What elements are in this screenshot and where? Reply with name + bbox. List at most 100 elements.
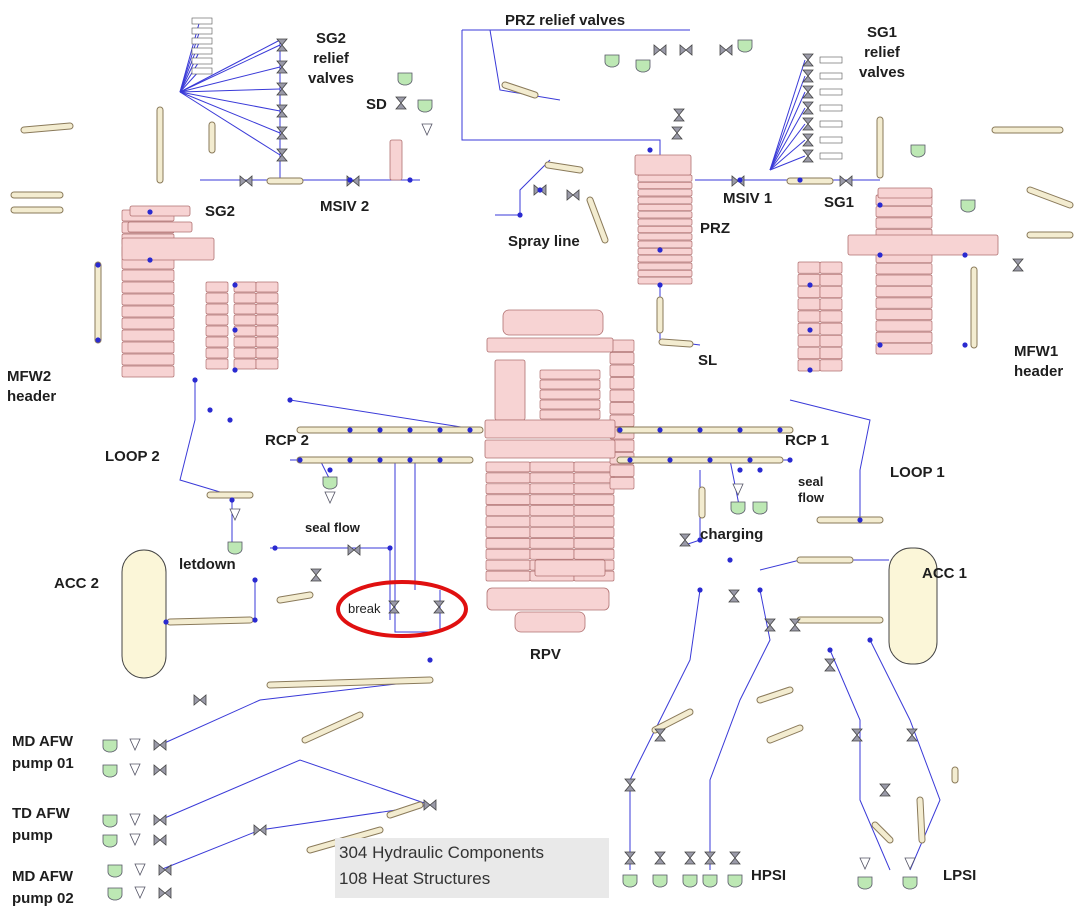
junction-node bbox=[517, 212, 522, 217]
junction-node bbox=[877, 342, 882, 347]
junction-node bbox=[327, 467, 332, 472]
letdown-pump-icon bbox=[228, 542, 242, 554]
stack-cell bbox=[610, 403, 634, 415]
stack-cell bbox=[574, 495, 614, 505]
sg1-valve-icon bbox=[840, 176, 852, 186]
junction-node bbox=[437, 457, 442, 462]
stack-cell bbox=[798, 299, 820, 310]
stack-cell bbox=[122, 342, 174, 353]
stack-cell bbox=[234, 348, 256, 358]
afw-line-01 bbox=[160, 680, 430, 745]
stack-cell bbox=[530, 517, 574, 527]
stack-cell bbox=[638, 270, 692, 276]
stack-cell bbox=[540, 410, 600, 419]
stack-cell bbox=[574, 549, 614, 559]
afw-pump-icon bbox=[103, 740, 117, 752]
msiv1-label: MSIV 1 bbox=[723, 189, 772, 209]
segment-fill bbox=[1030, 190, 1070, 205]
stack-cell bbox=[486, 495, 530, 505]
stack-cell bbox=[486, 462, 530, 472]
stack-cell bbox=[486, 473, 530, 483]
stack-cell bbox=[820, 311, 842, 322]
prz-tank-pump-icon bbox=[738, 40, 752, 52]
stack-cell bbox=[206, 293, 228, 303]
stack-cell bbox=[122, 270, 174, 281]
hpsi-valve-icon bbox=[685, 852, 695, 864]
valve-body bbox=[154, 765, 166, 775]
afw-pump-icon bbox=[103, 815, 117, 827]
hpsi-valve-icon bbox=[655, 852, 665, 864]
valve-body bbox=[880, 784, 890, 796]
junction-node bbox=[377, 427, 382, 432]
valve-body bbox=[730, 852, 740, 864]
sg2-relief-valve-icon bbox=[277, 127, 287, 139]
stack-cell bbox=[486, 506, 530, 516]
afw-pump-icon bbox=[108, 865, 122, 877]
junction-node bbox=[962, 342, 967, 347]
loop2-cold-leg bbox=[180, 380, 230, 495]
afw-check-icon bbox=[135, 887, 145, 898]
junction-node bbox=[627, 457, 632, 462]
afw-segment-1 bbox=[305, 715, 360, 740]
surge-line-segment-2 bbox=[662, 342, 690, 344]
stack-cell bbox=[610, 340, 634, 352]
loop2-label: LOOP 2 bbox=[105, 447, 160, 467]
afw-pump-icon bbox=[103, 765, 117, 777]
hpsi-header-2 bbox=[710, 590, 770, 870]
stack-cell bbox=[610, 390, 634, 402]
junction-node bbox=[727, 557, 732, 562]
stack-cell bbox=[122, 306, 174, 317]
seal-flow-1-label: seal flow bbox=[798, 474, 832, 506]
prz-relief-valve-icon-2 bbox=[720, 45, 732, 55]
stack-cell bbox=[638, 241, 692, 247]
spray-valve-icon-2 bbox=[567, 190, 579, 200]
valve-body bbox=[825, 659, 835, 671]
stack-cell bbox=[610, 365, 634, 377]
segment-fill bbox=[655, 712, 690, 730]
afw-valve-icon bbox=[154, 835, 166, 845]
junction-node bbox=[667, 457, 672, 462]
prz-dome-volume bbox=[635, 155, 691, 175]
hpsi-valve-icon bbox=[705, 852, 715, 864]
trip-tag bbox=[820, 137, 842, 143]
valve-body bbox=[672, 127, 682, 139]
valve-body bbox=[680, 534, 690, 546]
stack-cell bbox=[638, 212, 692, 218]
rpv-bypass-stack bbox=[540, 370, 600, 419]
stack-cell bbox=[876, 206, 932, 216]
stack-cell bbox=[256, 282, 278, 292]
junction-node bbox=[807, 367, 812, 372]
prz-relief-valve-icon bbox=[654, 45, 666, 55]
junction-nodes bbox=[95, 147, 967, 662]
junction-node bbox=[252, 577, 257, 582]
sg1-relief-valves-label: SG1 relief valves bbox=[852, 23, 912, 83]
junction-node bbox=[427, 657, 432, 662]
valve-body bbox=[254, 825, 266, 835]
stack-cell bbox=[638, 197, 692, 203]
stack-cell bbox=[234, 359, 256, 369]
pump-body bbox=[103, 765, 117, 777]
junction-node bbox=[272, 545, 277, 550]
valve-body bbox=[348, 545, 360, 555]
pump-body bbox=[398, 73, 412, 85]
valve-body bbox=[159, 865, 171, 875]
stack-cell bbox=[206, 348, 228, 358]
stack-cell bbox=[540, 380, 600, 389]
stack-cell bbox=[122, 294, 174, 305]
afw-valve-icon bbox=[159, 888, 171, 898]
stack-cell bbox=[798, 335, 820, 346]
afw-valve-icon bbox=[159, 865, 171, 875]
hpsi-valve-icon-c bbox=[790, 619, 800, 631]
hpsi-pipe-segment bbox=[655, 712, 690, 730]
sg2-separator-volume bbox=[122, 238, 214, 260]
pump-body bbox=[738, 40, 752, 52]
stack-cell bbox=[530, 462, 574, 472]
junction-node bbox=[757, 587, 762, 592]
segment-fill bbox=[770, 728, 800, 740]
stack-cell bbox=[638, 190, 692, 196]
stack-cell bbox=[206, 359, 228, 369]
pump-body bbox=[703, 875, 717, 887]
valve-body bbox=[720, 45, 732, 55]
sg1-relief-branch bbox=[770, 108, 805, 170]
junction-node bbox=[537, 187, 542, 192]
